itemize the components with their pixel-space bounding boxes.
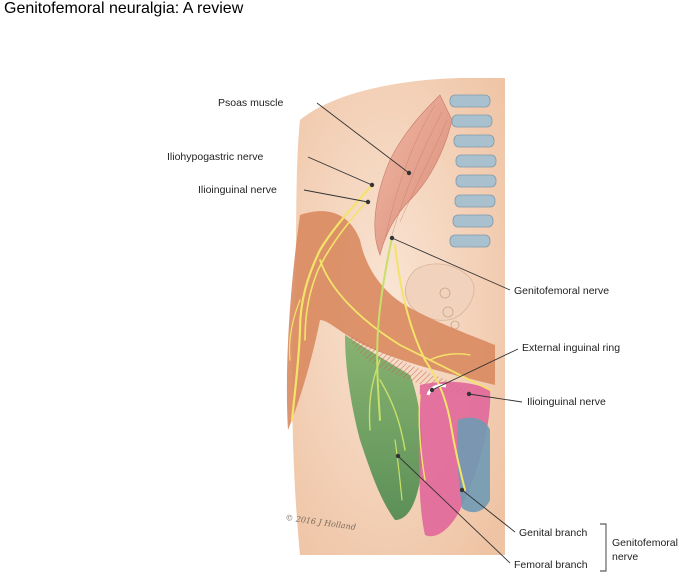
- label-psoas-muscle: Psoas muscle: [218, 97, 284, 109]
- psoas-muscle: [374, 94, 453, 256]
- vertebral-column: [449, 94, 497, 248]
- psoas-fibers: [384, 104, 448, 241]
- label-ilioinguinal-nerve-upper: Ilioinguinal nerve: [198, 184, 277, 196]
- label-genital-branch: Genital branch: [519, 527, 587, 539]
- label-genitofemoral-group-line1: Genitofemoral: [612, 537, 678, 549]
- label-external-inguinal-ring: External inguinal ring: [522, 342, 620, 354]
- sacral-foramina: [439, 287, 460, 330]
- external-inguinal-ring-marker: [426, 384, 447, 396]
- inguinal-hatched-area: [350, 335, 470, 395]
- femoral-branch-region: [345, 335, 422, 520]
- label-genitofemoral-nerve: Genitofemoral nerve: [514, 285, 609, 297]
- leader-lines: [303, 102, 607, 572]
- iliohypogastric-region: [286, 211, 495, 430]
- label-genitofemoral-group-line2: nerve: [612, 551, 638, 563]
- label-ilioinguinal-nerve-lower: Ilioinguinal nerve: [527, 396, 606, 408]
- scrotal-region: [457, 417, 490, 513]
- label-femoral-branch: Femoral branch: [514, 559, 588, 571]
- page-title: Genitofemoral neuralgia: A review: [4, 0, 244, 17]
- label-iliohypogastric-nerve: Iliohypogastric nerve: [167, 151, 263, 163]
